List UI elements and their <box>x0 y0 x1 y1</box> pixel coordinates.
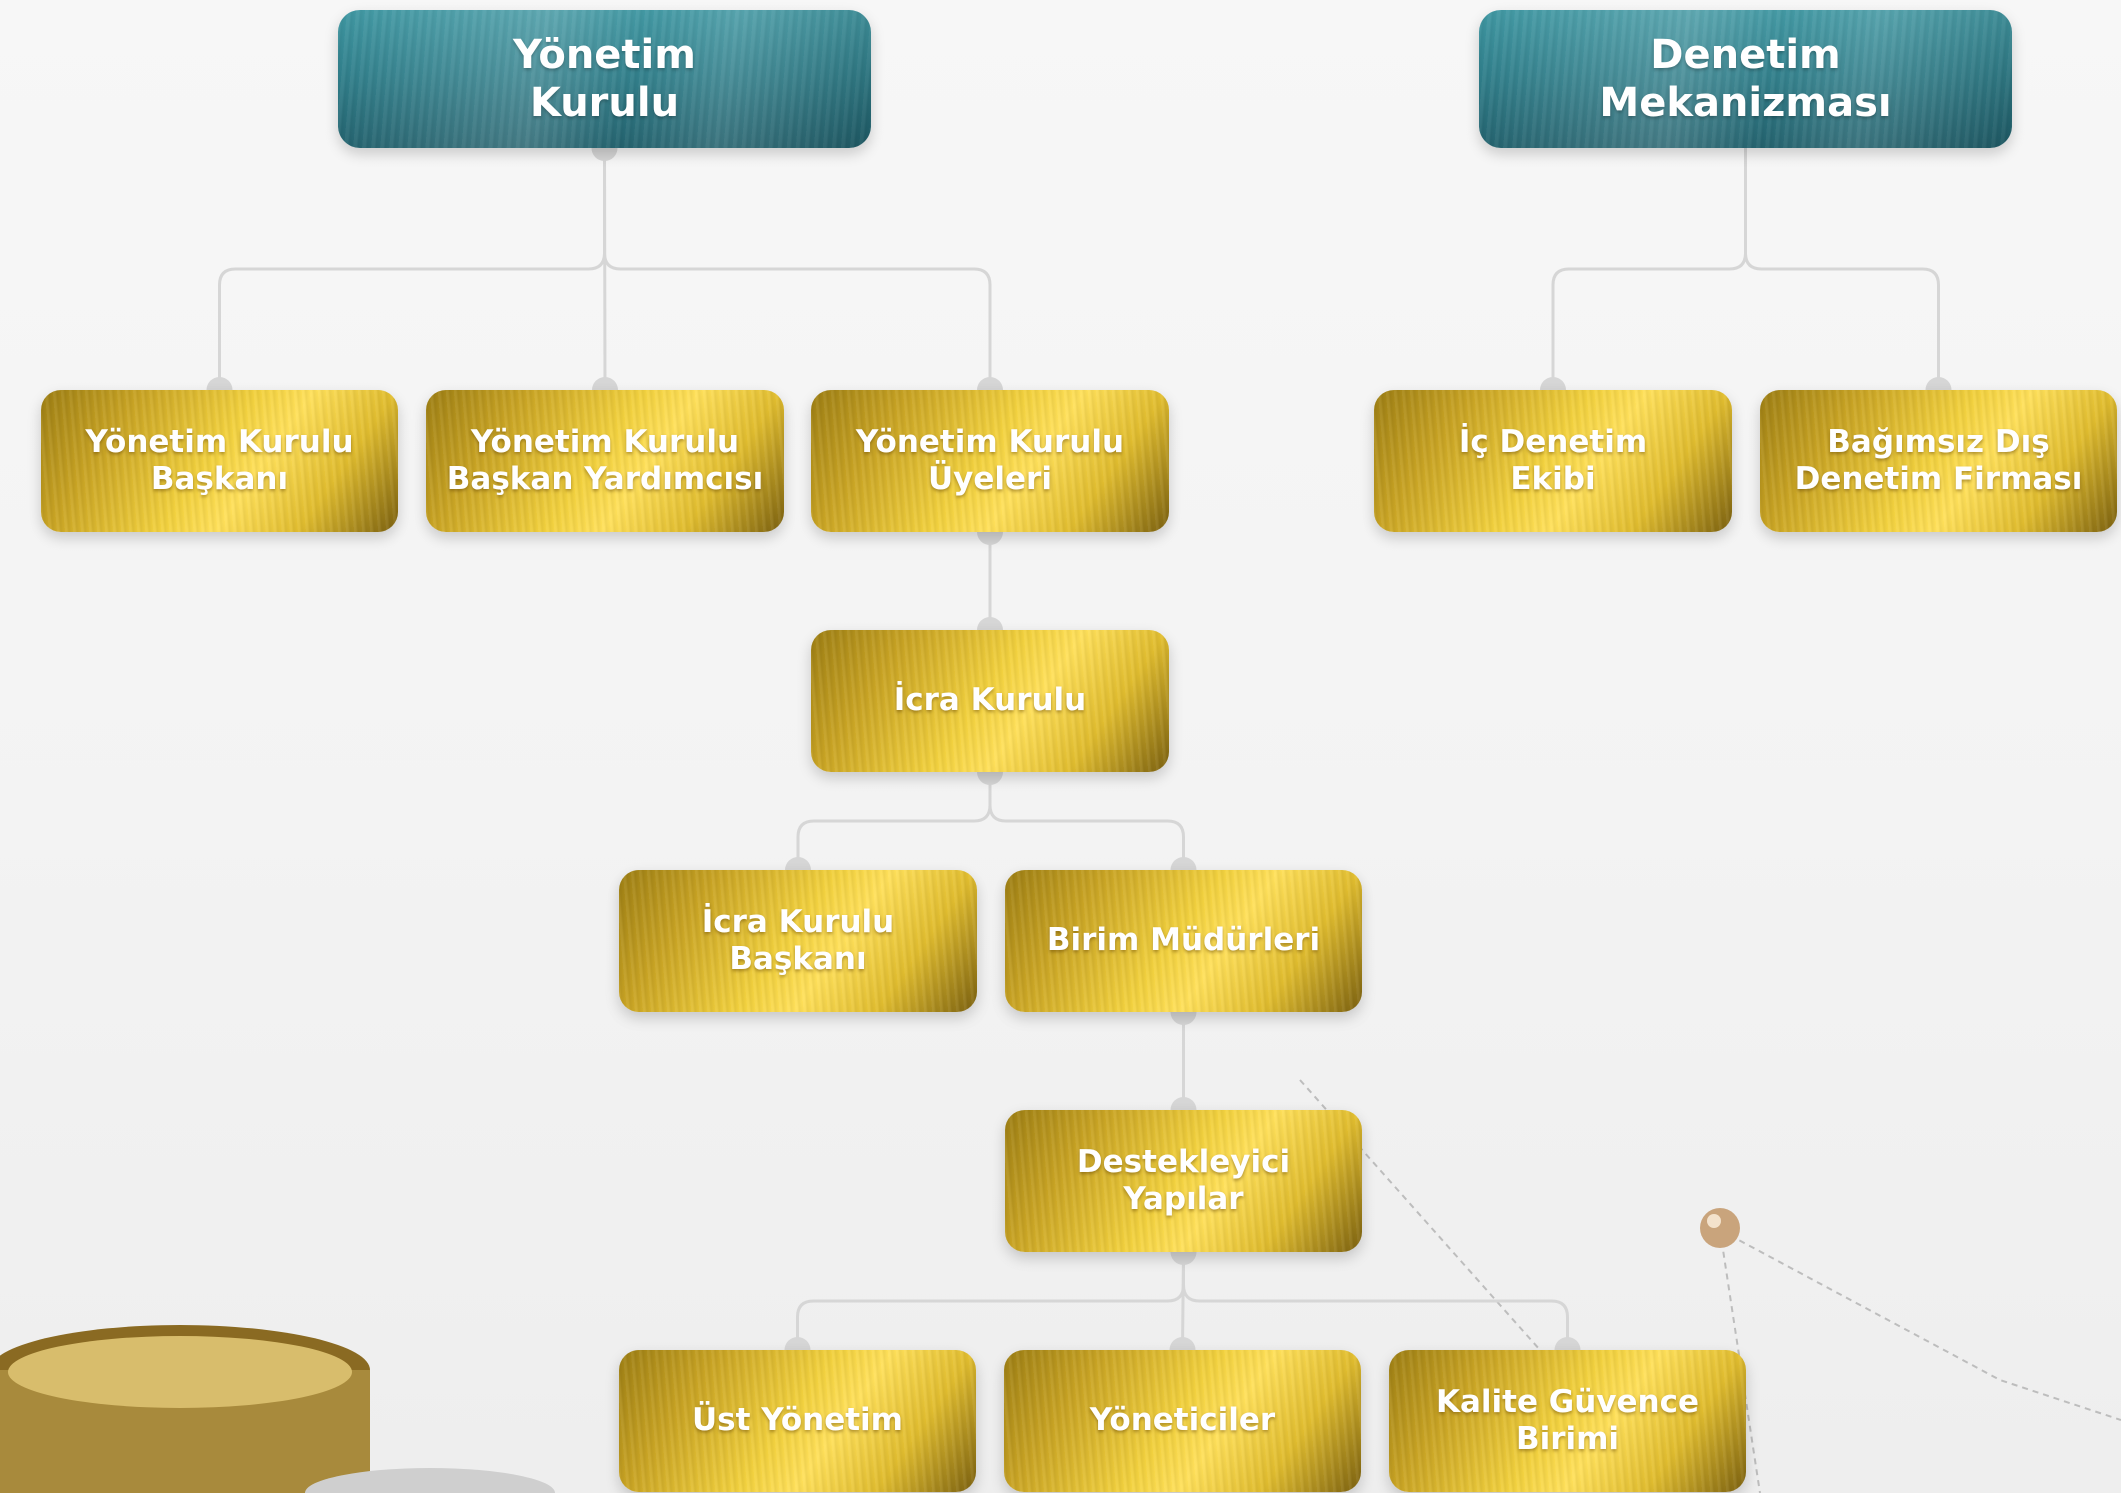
node-yonetim-kurulu-baskani: Yönetim Kurulu Başkanı <box>41 390 398 532</box>
decor-pin <box>1700 1208 1740 1248</box>
connector-dm-bddf <box>1744 148 1940 390</box>
node-yonetim-kurulu-uyeleri: Yönetim Kurulu Üyeleri <box>811 390 1169 532</box>
connector-ik-ikb <box>796 772 992 870</box>
node-birim-mudurleri: Birim Müdürleri <box>1005 870 1362 1012</box>
connector-ik-bm <box>988 772 1185 870</box>
connector-dy-uy <box>796 1252 1185 1350</box>
node-denetim-mekanizmasi: Denetim Mekanizması <box>1479 10 2012 148</box>
node-icra-kurulu-baskani: İcra Kurulu Başkanı <box>619 870 977 1012</box>
node-yonetim-kurulu-baskan-yardimcisi: Yönetim Kurulu Başkan Yardımcısı <box>426 390 784 532</box>
connector-yk-ykb <box>218 148 606 390</box>
node-icra-kurulu: İcra Kurulu <box>811 630 1169 772</box>
edge-layer <box>218 147 1940 1351</box>
node-destekleyici-yapilar: Destekleyici Yapılar <box>1005 1110 1362 1252</box>
node-ic-denetim-ekibi: İç Denetim Ekibi <box>1374 390 1732 532</box>
connector-dm-ide <box>1551 148 1747 390</box>
node-yonetim-kurulu: Yönetim Kurulu <box>338 10 871 148</box>
node-yoneticiler: Yöneticiler <box>1004 1350 1361 1492</box>
connector-dy-kgb <box>1182 1252 1569 1350</box>
node-kalite-guvence-birimi: Kalite Güvence Birimi <box>1389 1350 1746 1492</box>
decor-gold-cup <box>0 1325 555 1493</box>
node-ust-yonetim: Üst Yönetim <box>619 1350 976 1492</box>
connector-yk-yku <box>603 148 992 390</box>
node-bagimsiz-dis-denetim-firmasi: Bağımsız Dış Denetim Firması <box>1760 390 2117 532</box>
